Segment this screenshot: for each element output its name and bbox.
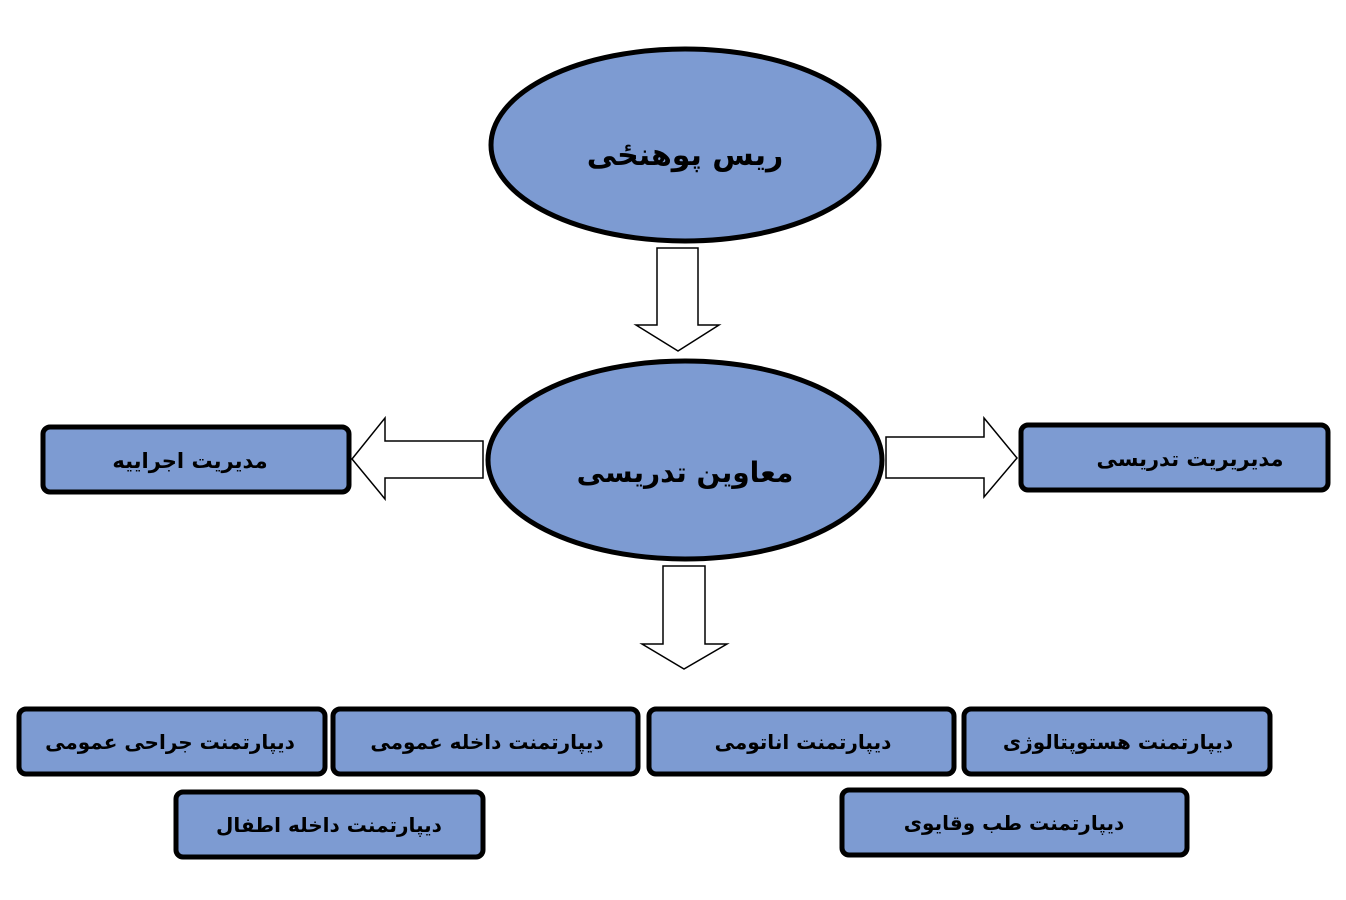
dept-preventive-label: دیپارتمنت طب وقایوی: [904, 811, 1125, 836]
teaching-management-box: مدیریریت تدریسی: [1018, 422, 1331, 493]
dept-pediatrics-box: دیپارتمنت داخله اطفال: [173, 789, 486, 860]
dept-surgery-label: دیپارتمنت جراحی عمومی: [45, 730, 295, 755]
dept-preventive-box: دیپارتمنت طب وقایوی: [839, 787, 1190, 858]
head-node: ریس پوهنځی: [488, 46, 882, 244]
dept-histopathology-label: دیپارتمنت هستوپتالوژی: [1003, 730, 1233, 755]
executive-management-label: مدیریت اجراییه: [112, 449, 267, 473]
arrow-deputy-to-executive: [351, 415, 484, 502]
dept-anatomy-box: دیپارتمنت اناتومی: [646, 706, 957, 777]
teaching-management-label: مدیریریت تدریسی: [1096, 447, 1283, 471]
dept-internal-label: دیپارتمنت داخله عمومی: [370, 730, 603, 755]
arrow-head-to-deputy: [633, 247, 722, 352]
deputy-node-label: معاوین تدریسی: [577, 456, 794, 489]
dept-internal-box: دیپارتمنت داخله عمومی: [330, 706, 641, 777]
dept-pediatrics-label: دیپارتمنت داخله اطفال: [216, 813, 442, 838]
arrow-deputy-to-teaching: [885, 415, 1018, 500]
head-node-label: ریس پوهنځی: [587, 138, 783, 173]
deputy-node: معاوین تدریسی: [485, 358, 885, 562]
dept-anatomy-label: دیپارتمنت اناتومی: [715, 730, 892, 755]
dept-surgery-box: دیپارتمنت جراحی عمومی: [16, 706, 328, 777]
executive-management-box: مدیریت اجراییه: [40, 424, 352, 495]
arrow-deputy-to-departments: [639, 565, 730, 670]
dept-histopathology-box: دیپارتمنت هستوپتالوژی: [961, 706, 1273, 777]
